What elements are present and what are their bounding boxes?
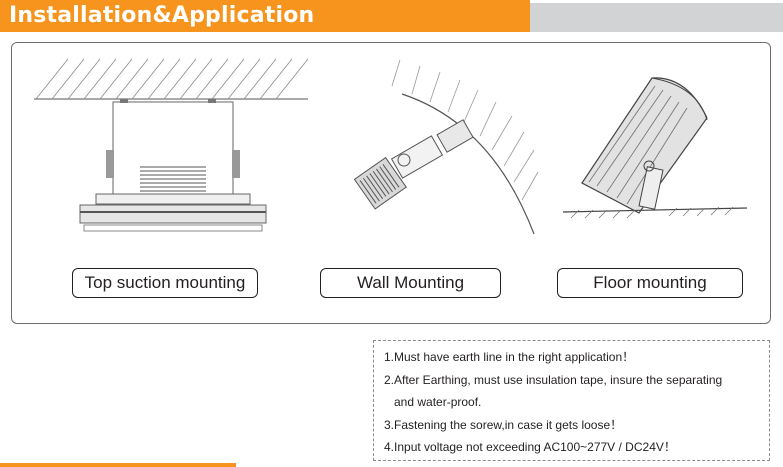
note-2: 2.After Earthing, must use insulation ta… [384, 372, 723, 387]
section-header-gray-bar [530, 3, 783, 32]
section-title: Installation&Application [9, 3, 315, 28]
top-suction-mounting-text: Top suction mounting [84, 273, 246, 292]
wall-mounting-label: Wall Mounting [320, 268, 501, 298]
footer-accent-bar [0, 463, 236, 467]
ceiling-mount-illustration [34, 58, 309, 232]
wall-mount-illustration [353, 59, 539, 235]
floor-mounting-text: Floor mounting [593, 273, 707, 292]
note-1: 1.Must have earth line in the right appl… [384, 350, 635, 364]
wall-mounting-text: Wall Mounting [356, 273, 465, 292]
floor-mounting-label: Floor mounting [557, 268, 743, 298]
section-header-bar [0, 0, 530, 32]
floor-mount-illustration [562, 77, 748, 219]
note-2-continued: and water-proof. [394, 395, 482, 409]
note-4: 4.Input voltage not exceeding AC100~277V… [384, 440, 676, 454]
note-3: 3.Fastening the sorew,in case it gets lo… [384, 417, 623, 432]
installation-notes-box: 1.Must have earth line in the right appl… [373, 340, 770, 461]
top-suction-mounting-label: Top suction mounting [72, 268, 258, 298]
installation-panel [11, 42, 771, 324]
